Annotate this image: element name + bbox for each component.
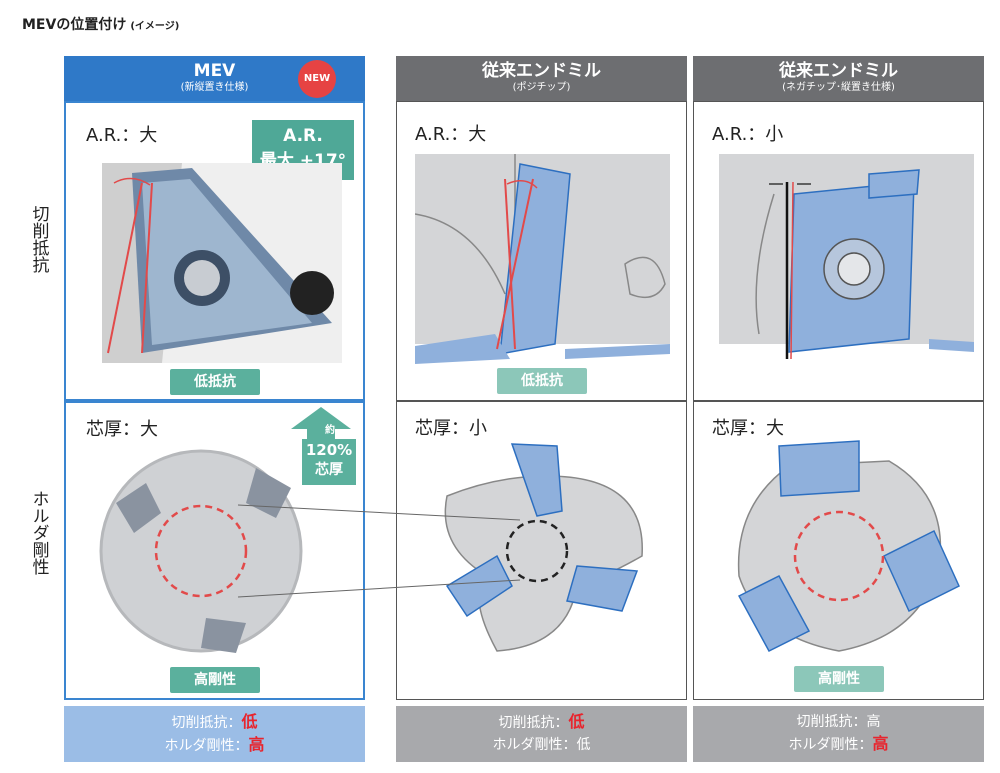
mev-cross-section-illustration — [99, 449, 303, 653]
ar-max-badge-line1: A.R. — [283, 126, 323, 146]
page-title-main: MEVの位置付け — [22, 17, 127, 33]
column-name: 従来エンドミル — [779, 61, 898, 81]
summary-value-high: 高 — [248, 735, 265, 754]
summary-label-cutting: 切削抵抗： — [498, 715, 569, 731]
summary-value-low: 低 — [241, 712, 258, 731]
high-rigidity-badge: 高剛性 — [794, 666, 884, 692]
ar-label: A.R.：大 — [415, 124, 487, 145]
summary-label-rigidity: ホルダ剛性： — [164, 738, 249, 754]
summary-value-low: 低 — [568, 712, 585, 731]
core-badge-bot: 芯厚 — [315, 462, 343, 478]
core-120-box: 120% 芯厚 — [302, 439, 356, 485]
column-header-negative: 従来エンドミル (ネガチップ･縦置き仕様) — [693, 56, 984, 101]
core-label: 芯厚：大 — [712, 418, 784, 439]
column-sub: (ネガチップ･縦置き仕様) — [782, 82, 895, 93]
negative-cross-section-illustration — [737, 440, 960, 652]
row-label-rigidity: ホルダ剛性 — [18, 490, 58, 582]
row-label-cutting: 切削抵抗 — [18, 205, 58, 280]
negative-cutting-panel: A.R.：小 — [693, 101, 984, 401]
summary-label-rigidity: ホルダ剛性： — [788, 737, 873, 753]
mev-summary-line1: 切削抵抗：低 — [64, 711, 365, 734]
new-badge: NEW — [298, 60, 336, 98]
positive-cross-section-illustration — [444, 443, 643, 652]
positive-summary: 切削抵抗：低 ホルダ剛性：低 — [396, 706, 687, 762]
negative-summary: 切削抵抗：高 ホルダ剛性：高 — [693, 706, 984, 762]
column-name: 従来エンドミル — [482, 61, 601, 81]
positive-cutting-panel: A.R.：大 低抵抗 — [396, 101, 687, 401]
high-rigidity-badge: 高剛性 — [170, 667, 260, 693]
positive-insert-illustration — [415, 154, 670, 364]
column-name: MEV — [193, 61, 236, 81]
core-up-arrow-icon — [291, 407, 351, 447]
summary-value-high: 高 — [872, 734, 889, 753]
column-sub: (ポジチップ) — [512, 82, 571, 93]
positive-summary-line1: 切削抵抗：低 — [396, 711, 687, 734]
low-resistance-badge: 低抵抗 — [170, 369, 260, 395]
core-120-badge: 約 — [306, 421, 354, 436]
negative-summary-line2: ホルダ剛性：高 — [693, 733, 984, 756]
negative-summary-line1: 切削抵抗：高 — [796, 714, 881, 730]
row-label-cutting-text: 切削抵抗 — [28, 205, 49, 273]
positive-rigidity-panel: 芯厚：小 — [396, 401, 687, 700]
mev-insert-illustration — [102, 163, 342, 363]
mev-rigidity-panel: 芯厚：大 約 120% 芯厚 高剛性 — [64, 401, 365, 700]
core-label: 芯厚：大 — [86, 419, 158, 440]
negative-rigidity-panel: 芯厚：大 高剛性 — [693, 401, 984, 700]
ar-label: A.R.：小 — [712, 124, 784, 145]
column-header-positive: 従来エンドミル (ポジチップ) — [396, 56, 687, 101]
summary-label-cutting: 切削抵抗： — [171, 715, 242, 731]
page-title: MEVの位置付け(イメージ) — [22, 14, 179, 34]
ar-label: A.R.：大 — [86, 125, 158, 146]
page-title-sub: (イメージ) — [130, 21, 180, 32]
mev-summary-line2: ホルダ剛性：高 — [64, 734, 365, 757]
mev-cutting-panel: A.R.：大 A.R. 最大 +17° 低抵抗 — [64, 101, 365, 401]
negative-insert-illustration — [719, 154, 974, 360]
core-badge-top: 約 — [325, 425, 335, 436]
row-label-rigidity-text: ホルダ剛性 — [28, 490, 49, 575]
core-label: 芯厚：小 — [415, 418, 487, 439]
positive-summary-line2: ホルダ剛性：低 — [492, 737, 591, 753]
low-resistance-badge: 低抵抗 — [497, 368, 587, 394]
core-badge-mid: 120% — [305, 441, 353, 459]
column-sub: (新縦置き仕様) — [180, 82, 249, 93]
mev-summary: 切削抵抗：低 ホルダ剛性：高 — [64, 706, 365, 762]
